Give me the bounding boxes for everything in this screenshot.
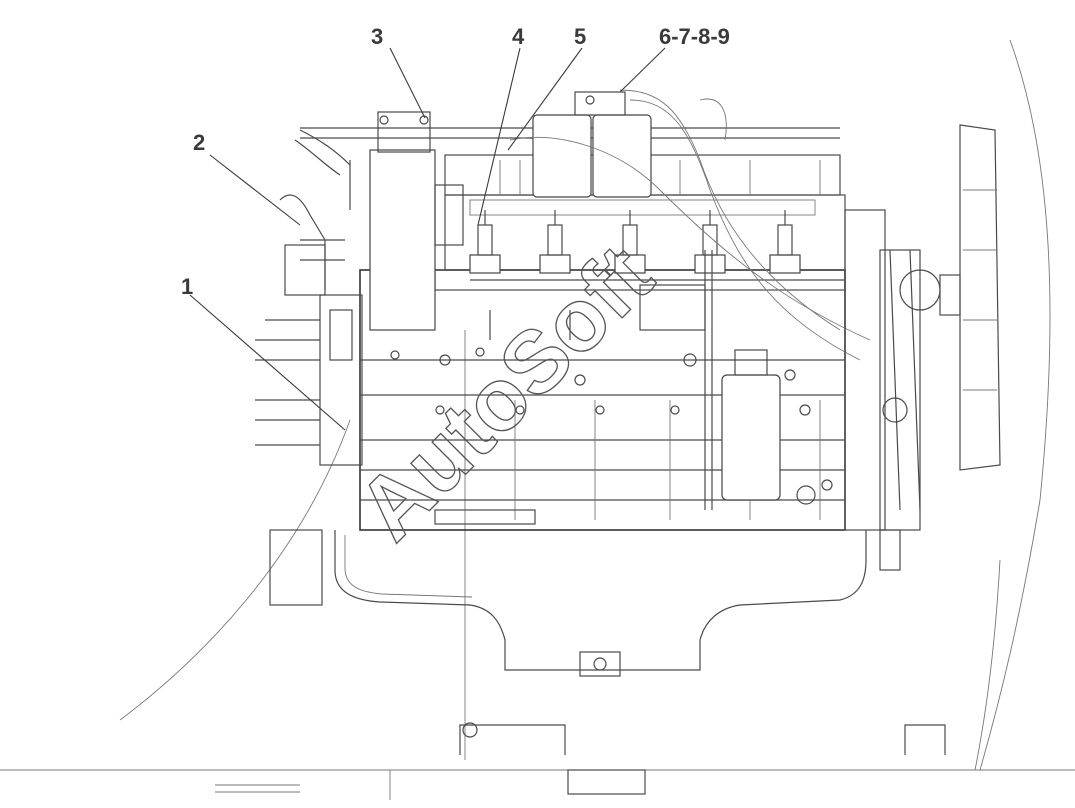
flywheel-housing (255, 194, 363, 606)
injectors (469, 210, 801, 274)
leader-lines (189, 47, 666, 431)
injector (694, 210, 726, 274)
injector (469, 210, 501, 274)
fan (939, 124, 1001, 471)
fuel-filters (509, 89, 871, 361)
callout-3: 3 (371, 24, 383, 49)
engine-mounts (459, 722, 946, 795)
callout-1: 1 (181, 274, 193, 299)
callout-labels: 1 2 3 4 5 6-7-8-9 (181, 24, 730, 299)
callout-2: 2 (193, 130, 205, 155)
callout-6-9: 6-7-8-9 (659, 24, 730, 49)
injector (614, 210, 646, 274)
oil-filter (639, 250, 781, 510)
callout-4: 4 (512, 24, 525, 49)
callout-5: 5 (574, 24, 586, 49)
frame-lines (0, 39, 1075, 800)
oil-pan (334, 530, 867, 677)
injector (769, 210, 801, 274)
injector (539, 210, 571, 274)
front-pulleys (844, 209, 941, 571)
air-intake (294, 111, 464, 331)
